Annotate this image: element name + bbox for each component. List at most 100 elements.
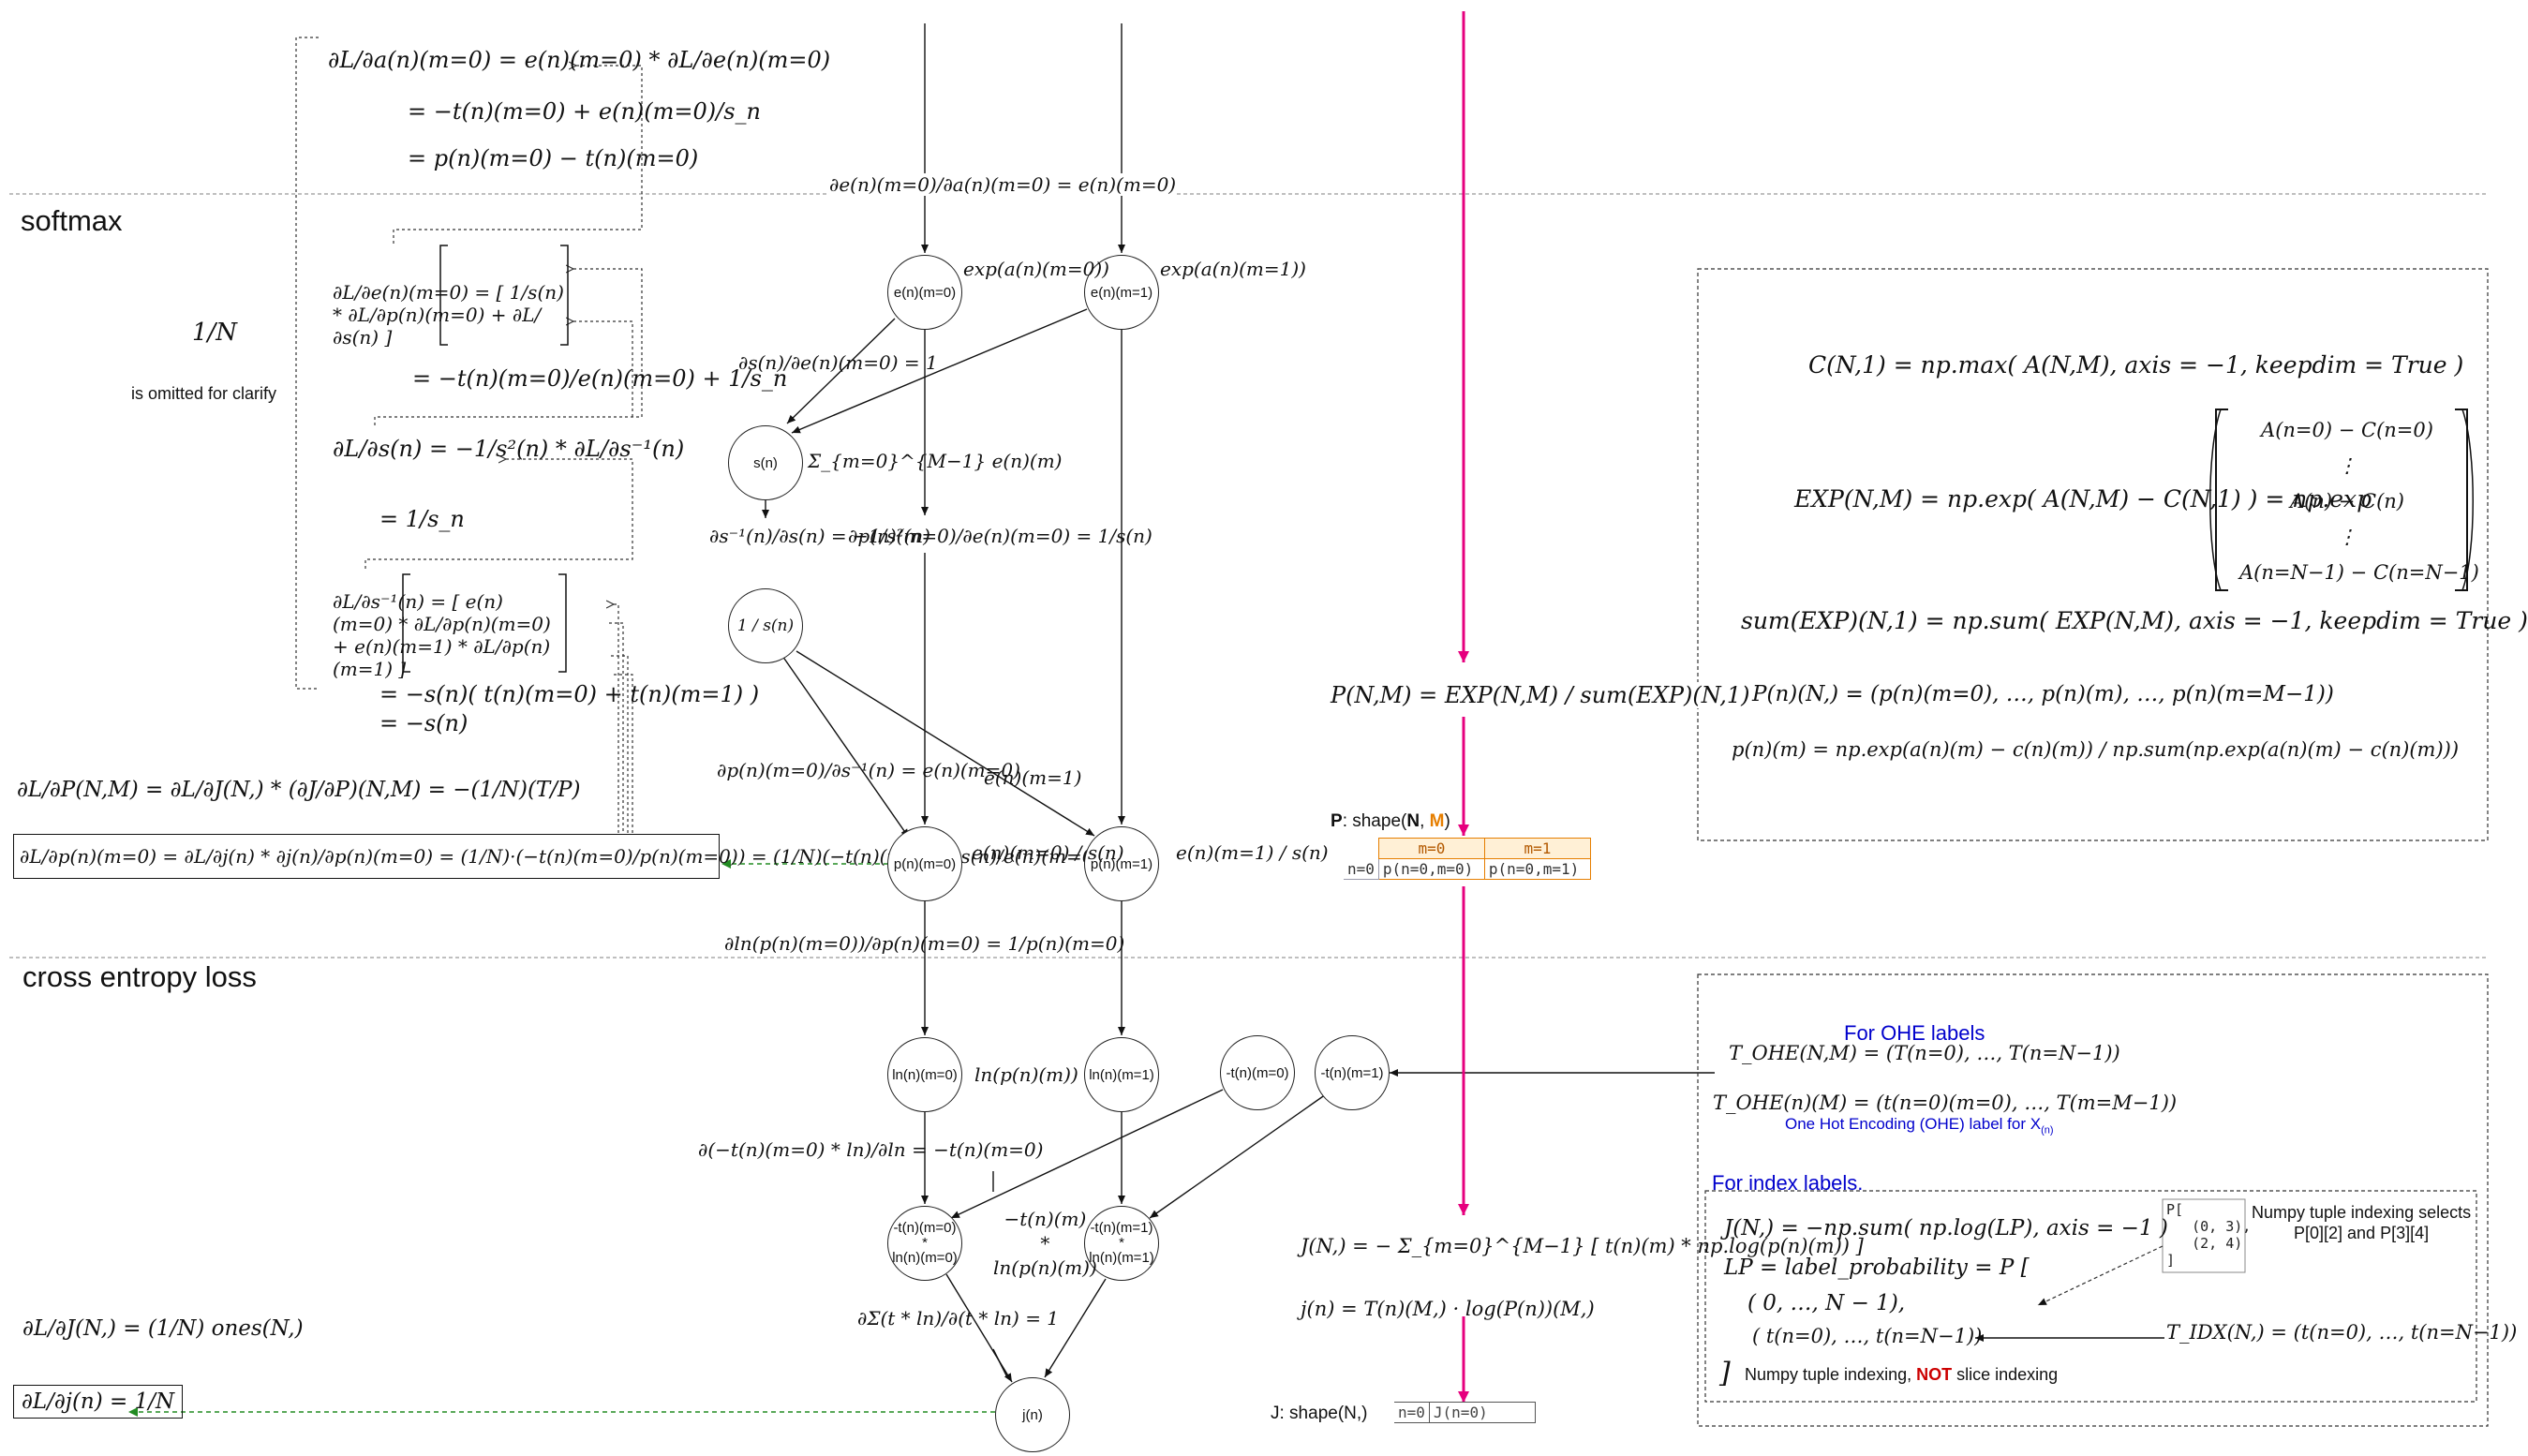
p-table-col-m1: m=1 <box>1483 838 1591 859</box>
dl-ds-line-1: ∂L/∂s(n) = −1/s²(n) * ∂L/∂s⁻¹(n) <box>333 436 685 462</box>
node-p-m1: p(n)(m=1) <box>1084 826 1159 901</box>
numpy-matrix-row-1: ⋮ <box>2337 454 2357 477</box>
dl-dp-matrix-formula: ∂L/∂P(N,M) = ∂L/∂J(N,) * (∂J/∂P)(N,M) = … <box>17 778 581 802</box>
numpy-p-vector-line: P(n)(N,) = (p(n)(m=0), …, p(n)(m), …, p(… <box>1752 682 2334 706</box>
label-exp-a-m0: exp(a(n)(m=0)) <box>963 258 1109 280</box>
node-s: s(n) <box>728 425 803 500</box>
node-s-inverse: 1 / s(n) <box>728 588 803 663</box>
p-table-col-m0: m=0 <box>1377 838 1485 859</box>
tuple-indexing-footer: Numpy tuple indexing, NOT slice indexing <box>1745 1365 2058 1385</box>
ohe-caption-text: One Hot Encoding (OHE) label for X <box>1785 1115 2042 1133</box>
ohe-line-2: T_OHE(n)(M) = (t(n=0)(m=0), …, T(m=M−1)) <box>1713 1092 2178 1114</box>
node-t-ln-m0-line-3: ln(n)(m=0) <box>892 1250 958 1266</box>
index-range-line: ( 0, …, N − 1), <box>1747 1291 1906 1315</box>
node-p-m0: p(n)(m=0) <box>887 826 962 901</box>
label-sum: Σ_{m=0}^{M−1} e(n)(m) <box>808 450 1063 472</box>
softmax-section-title: softmax <box>21 204 123 237</box>
p-shape-m: M <box>1429 811 1445 831</box>
label-dtl-dln: ∂(−t(n)(m=0) * ln)/∂ln = −t(n)(m=0) <box>698 1138 1044 1161</box>
label-p-m0-definition: e(n)(m=0) / s(n) <box>972 841 1124 864</box>
node-neg-t-m1-label: -t(n)(m=1) <box>1320 1064 1384 1081</box>
footer-not: NOT <box>1916 1365 1953 1384</box>
p-shape-table: m=0 m=1 n=0 p(n=0,m=0) p(n=0,m=1) <box>1344 838 1591 880</box>
node-ln-m0-label: ln(n)(m=0) <box>892 1066 958 1083</box>
index-tidx-line: T_IDX(N,) = (t(n=0), …, t(n=N−1)) <box>2166 1321 2518 1344</box>
node-ln-m1: ln(n)(m=1) <box>1084 1037 1159 1112</box>
dl-ds-line-2: = 1/s_n <box>379 506 465 532</box>
numpy-c-line: C(N,1) = np.max( A(N,M), axis = −1, keep… <box>1808 351 2464 379</box>
ohe-caption: One Hot Encoding (OHE) label for X(n) <box>1785 1115 2054 1136</box>
loss-formula-1: J(N,) = − Σ_{m=0}^{M−1} [ t(n)(m) * np.l… <box>1301 1235 1864 1257</box>
node-t-ln-m0-line-2: * <box>922 1235 928 1251</box>
dl-dj-formula: ∂L/∂J(N,) = (1/N) ones(N,) <box>22 1316 304 1341</box>
numpy-matrix-row-3: ⋮ <box>2337 526 2357 548</box>
node-ln-m0: ln(n)(m=0) <box>887 1037 962 1112</box>
label-t-ln-line-3: ln(p(n)(m)) <box>993 1256 1097 1279</box>
node-neg-t-m1: -t(n)(m=1) <box>1315 1035 1390 1110</box>
node-e-m0-label: e(n)(m=0) <box>893 284 957 301</box>
node-neg-t-m0-label: -t(n)(m=0) <box>1226 1064 1289 1081</box>
node-e-m1-label: e(n)(m=1) <box>1090 284 1153 301</box>
tuple-indexing-note-line-1: Numpy tuple indexing selects <box>2252 1203 2472 1222</box>
dl-de-line-1: ∂L/∂e(n)(m=0) = [ 1/s(n) * ∂L/∂p(n)(m=0)… <box>333 281 564 349</box>
p-table-corner <box>1344 839 1378 859</box>
numpy-matrix: A(n=0) − C(n=0) ⋮ A(n) − C(n) ⋮ A(n=N−1)… <box>2239 412 2479 590</box>
cross-entropy-section-title: cross entropy loss <box>22 960 257 993</box>
j-table-cell: J(n=0) <box>1429 1402 1536 1423</box>
node-p-m1-label: p(n)(m=1) <box>1090 855 1153 872</box>
node-e-m1: e(n)(m=1) <box>1084 255 1159 330</box>
node-j-label: j(n) <box>1022 1406 1043 1423</box>
index-t-tuple-line: ( t(n=0), …, t(n=N−1)) <box>1752 1325 1983 1347</box>
node-j: j(n) <box>995 1377 1070 1452</box>
node-s-inverse-label: 1 / s(n) <box>736 617 795 635</box>
dl-da-line-3: = p(n)(m=0) − t(n)(m=0) <box>408 145 699 171</box>
one-over-n-fraction: 1/N <box>192 319 238 347</box>
dl-da-line-1: ∂L/∂a(n)(m=0) = e(n)(m=0) * ∂L/∂e(n)(m=0… <box>328 47 831 73</box>
label-ln-p: ln(p(n)(m)) <box>974 1063 1078 1086</box>
footer-pre: Numpy tuple indexing, <box>1745 1365 1917 1384</box>
tuple-indexing-note: Numpy tuple indexing selects P[0][2] and… <box>2252 1202 2471 1243</box>
label-t-ln-line-1: −t(n)(m) <box>1004 1208 1087 1230</box>
label-p-m1-definition: e(n)(m=1) / s(n) <box>1176 841 1329 864</box>
node-t-ln-m0-line-1: -t(n)(m=0) <box>893 1220 957 1236</box>
index-lp-line: LP = label_probability = P [ <box>1724 1255 2030 1280</box>
numpy-matrix-row-2: A(n) − C(n) <box>2289 490 2404 513</box>
p-table-cell-m1: p(n=0,m=1) <box>1483 858 1591 880</box>
numpy-tuple-code: P[ (0, 3), (2, 4) ] <box>2166 1201 2252 1269</box>
label-de-da: ∂e(n)(m=0)/∂a(n)(m=0) = e(n)(m=0) <box>829 173 1177 196</box>
label-dp-dsinv: ∂p(n)(m=0)/∂s⁻¹(n) = e(n)(m=0) <box>717 759 1020 781</box>
numpy-matrix-row-4: A(n=N−1) − C(n=N−1) <box>2239 561 2479 584</box>
dl-dsinv-line-1: ∂L/∂s⁻¹(n) = [ e(n)(m=0) * ∂L/∂p(n)(m=0)… <box>333 590 551 680</box>
loss-formula-2: j(n) = T(n)(M,) · log(P(n))(M,) <box>1301 1298 1595 1320</box>
footer-post: slice indexing <box>1952 1365 2059 1384</box>
node-t-ln-m0: -t(n)(m=0)*ln(n)(m=0) <box>887 1206 962 1281</box>
node-t-ln-m1: -t(n)(m=1)*ln(n)(m=1) <box>1084 1206 1159 1281</box>
j-table-row-n0: n=0 <box>1394 1402 1430 1423</box>
dl-dsinv-line-2: = −s(n)( t(n)(m=0) + t(n)(m=1) ) <box>379 681 760 707</box>
node-s-label: s(n) <box>753 454 778 471</box>
dl-dj-boxed-formula: ∂L/∂j(n) = 1/N <box>13 1385 184 1419</box>
node-t-ln-m1-line-3: ln(n)(m=1) <box>1089 1250 1154 1266</box>
dl-dp-boxed-formula: ∂L/∂p(n)(m=0) = ∂L/∂j(n) * ∂j(n)/∂p(n)(m… <box>13 834 1108 879</box>
label-t-ln-definition: −t(n)(m) * ln(p(n)(m)) <box>993 1207 1097 1280</box>
ohe-caption-sub: (n) <box>2041 1124 2054 1137</box>
numpy-sum-line: sum(EXP)(N,1) = np.sum( EXP(N,M), axis =… <box>1741 607 2528 634</box>
numpy-exp-line: EXP(N,M) = np.exp( A(N,M) − C(N,1) ) = n… <box>1794 485 2372 513</box>
label-exp-a-m1: exp(a(n)(m=1)) <box>1160 258 1306 280</box>
node-ln-m1-label: ln(n)(m=1) <box>1089 1066 1154 1083</box>
index-close-bracket: ] <box>1719 1357 1731 1389</box>
probability-formula: P(N,M) = EXP(N,M) / sum(EXP)(N,1) <box>1331 682 1750 708</box>
index-j-line: J(N,) = −np.sum( np.log(LP), axis = −1 ) <box>1724 1216 2168 1241</box>
p-shape-label: P: shape(N, M) <box>1331 811 1450 831</box>
node-t-ln-m1-line-1: -t(n)(m=1) <box>1090 1220 1153 1236</box>
dl-dsinv-line-3: = −s(n) <box>379 710 468 736</box>
p-shape-n: N <box>1406 811 1420 831</box>
ohe-labels-title: For OHE labels <box>1844 1021 1985 1045</box>
dl-de-line-2: = −t(n)(m=0)/e(n)(m=0) + 1/s_n <box>412 365 788 392</box>
label-t-ln-line-2: * <box>1040 1232 1050 1255</box>
label-e-m1-edge: e(n)(m=1) <box>984 766 1082 789</box>
omitted-note-text: is omitted for clarify <box>131 384 277 403</box>
ohe-line-1: T_OHE(N,M) = (T(n=0), …, T(n=N−1)) <box>1729 1042 2120 1064</box>
